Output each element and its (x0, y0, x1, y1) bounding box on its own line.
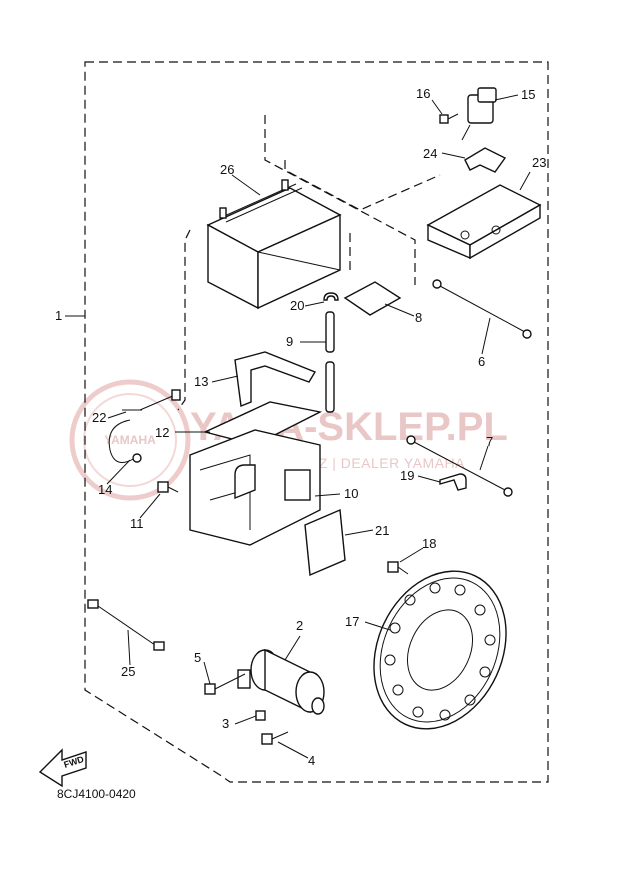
callout-26: 26 (220, 162, 234, 177)
callout-16: 16 (416, 86, 430, 101)
bolt-16 (439, 113, 459, 124)
watermark-logo-text: YAMAHA (104, 433, 156, 447)
callout-9: 9 (286, 334, 293, 349)
callout-17: 17 (345, 614, 359, 629)
rod-9 (325, 311, 335, 413)
battery-box (189, 429, 321, 546)
plate-21 (304, 508, 346, 577)
assembly-boundary (84, 61, 549, 783)
bolt-11 (157, 481, 179, 493)
callout-8: 8 (415, 310, 422, 325)
lead-6 (432, 279, 532, 339)
bolt-18 (387, 561, 409, 575)
callout-12: 12 (155, 425, 169, 440)
battery-cover (426, 184, 542, 260)
lead-7 (406, 435, 513, 497)
callout-15: 15 (521, 87, 535, 102)
callout-3: 3 (222, 716, 229, 731)
callouts: 1 2 3 4 5 6 7 8 9 10 11 12 13 14 15 16 1… (55, 86, 546, 768)
fwd-arrow-icon: FWD (38, 748, 87, 788)
nut-3 (255, 710, 266, 721)
callout-25: 25 (121, 664, 135, 679)
callout-14: 14 (98, 482, 112, 497)
clip-20 (323, 292, 339, 301)
callout-7: 7 (486, 434, 493, 449)
callout-6: 6 (478, 354, 485, 369)
callout-24: 24 (423, 146, 437, 161)
callout-18: 18 (422, 536, 436, 551)
leader-lines (65, 94, 531, 759)
callout-2: 2 (296, 618, 303, 633)
diagram-code: 8CJ4100-0420 (57, 787, 136, 801)
callout-20: 20 (290, 298, 304, 313)
clamp-19 (439, 473, 467, 491)
relay-15 (461, 87, 497, 141)
callout-22: 22 (92, 410, 106, 425)
brake-disc (373, 570, 507, 730)
strap-13 (234, 351, 317, 407)
callout-11: 11 (130, 516, 144, 531)
battery (206, 179, 342, 310)
callout-5: 5 (194, 650, 201, 665)
callout-21: 21 (375, 523, 389, 538)
callout-1: 1 (55, 308, 62, 323)
callout-19: 19 (400, 468, 414, 483)
callout-4: 4 (308, 753, 315, 768)
callout-10: 10 (344, 486, 358, 501)
bracket-24 (464, 147, 507, 173)
callout-23: 23 (532, 155, 546, 170)
bolt-4 (261, 731, 289, 745)
lead-25 (87, 599, 165, 651)
guide-lines (177, 115, 441, 411)
starter-motor (237, 648, 325, 715)
cable-14 (108, 389, 181, 463)
battery-pad (343, 281, 402, 316)
callout-13: 13 (194, 374, 208, 389)
watermark-logo-ring (69, 379, 191, 501)
